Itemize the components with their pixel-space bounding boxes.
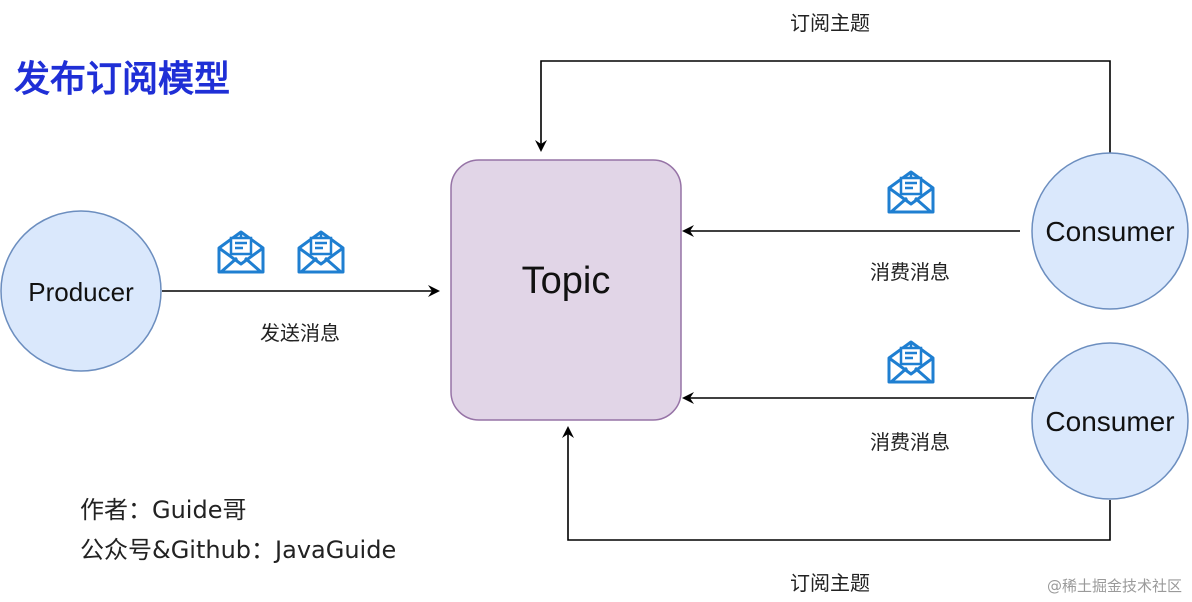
consume-message-label-top: 消费消息 — [870, 260, 950, 284]
send-message-label: 发送消息 — [260, 321, 340, 345]
account-line: 公众号&Github：JavaGuide — [80, 536, 397, 564]
subscribe-label-bottom: 订阅主题 — [790, 571, 870, 595]
message-envelope-icon — [887, 170, 935, 214]
subscribe-label-top: 订阅主题 — [790, 11, 870, 35]
message-envelope-icon — [297, 230, 345, 274]
consumer-node-bottom — [1031, 342, 1189, 500]
consumer-bottom-label: Consumer — [1045, 406, 1174, 437]
consume-message-label-bottom: 消费消息 — [870, 430, 950, 454]
subscribe-arrow-top — [535, 60, 1111, 163]
watermark: @稀土掘金技术社区 — [1046, 577, 1182, 595]
consumer-node-top — [1031, 152, 1189, 310]
message-envelope-icon — [887, 340, 935, 384]
message-envelope-icon — [217, 230, 265, 274]
producer-label: Producer — [28, 277, 134, 307]
producer-node — [0, 210, 162, 372]
subscribe-arrow-bottom — [562, 426, 1111, 541]
topic-node — [450, 159, 682, 421]
topic-label: Topic — [522, 260, 611, 302]
diagram-title: 发布订阅模型 — [14, 59, 231, 100]
consumer-top-label: Consumer — [1045, 216, 1174, 247]
author-line: 作者：Guide哥 — [80, 496, 247, 524]
